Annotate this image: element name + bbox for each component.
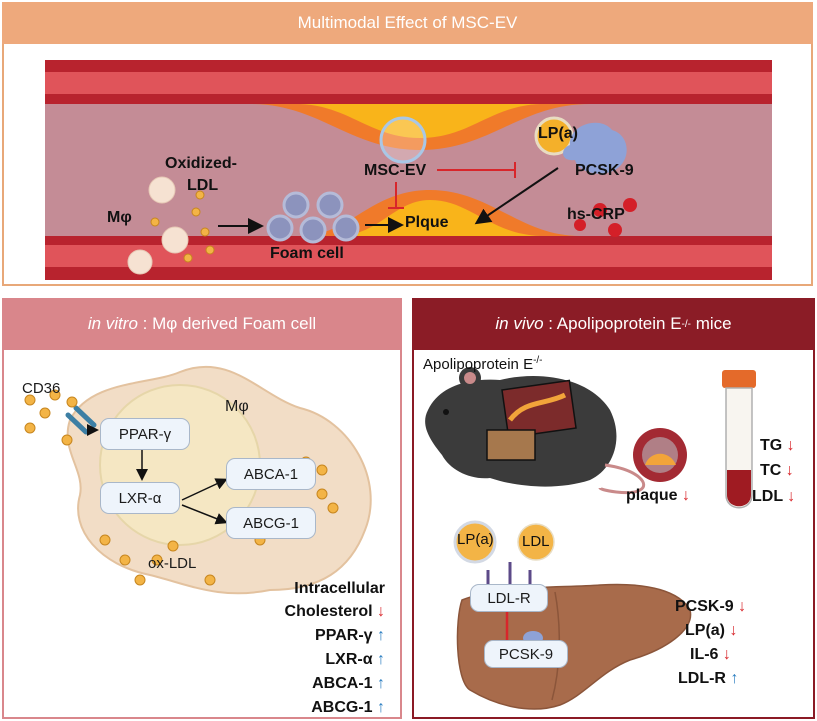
label-plaque: Plque	[405, 214, 449, 231]
result-il6: IL-6 ↓	[690, 646, 731, 663]
macrophage-cells	[127, 176, 189, 275]
label-ldl: LDL	[187, 177, 219, 194]
label-msc-ev: MSC-EV	[364, 162, 427, 179]
box-abcg1: ABCG-1	[226, 507, 316, 539]
label-ldl-liver: LDL	[522, 533, 550, 550]
box-abca1: ABCA-1	[226, 458, 316, 490]
top-panel-title: Multimodal Effect of MSC-EV	[2, 2, 813, 44]
arrow-lxr-to-abca	[181, 478, 228, 501]
cd36-receptor	[65, 405, 97, 435]
mouse-tail	[598, 463, 646, 495]
label-lpa: LP(a)	[538, 125, 578, 142]
in-vitro-header: in vitro : Mφ derived Foam cell	[2, 298, 402, 350]
result-ldlr: LDL-R ↑	[678, 670, 739, 687]
label-pcsk9: PCSK-9	[575, 162, 634, 179]
box-ppar-gamma: PPAR-γ	[100, 418, 190, 450]
ldl-particle	[517, 523, 555, 561]
top-title-text: Multimodal Effect of MSC-EV	[297, 13, 518, 32]
box-pcsk9: PCSK-9	[484, 640, 568, 668]
in-vitro-header-text: : Mφ derived Foam cell	[137, 314, 317, 333]
box-ldl-receptor: LDL-R	[470, 584, 548, 612]
box-lxr-alpha: LXR-α	[100, 482, 180, 514]
hs-crp-particles	[574, 198, 637, 237]
ox-ldl-particles	[150, 190, 215, 263]
in-vitro-header-italic: in vitro	[87, 314, 138, 333]
blood-tube	[722, 370, 756, 509]
label-oxidized: Oxidized-	[165, 155, 238, 172]
mouse-aorta-inset	[501, 379, 577, 439]
label-apoe-mouse: Apolipoprotein E-/-	[423, 355, 543, 373]
result-lxr: LXR-α ↑	[325, 651, 385, 668]
msc-ev-particle	[379, 116, 427, 164]
result-intracellular: Intracellular	[294, 580, 385, 597]
liver	[456, 583, 692, 710]
in-vivo-header-sup: -/-	[681, 318, 691, 330]
result-abcg: ABCG-1 ↑	[311, 699, 385, 716]
foam-cells	[266, 191, 360, 244]
label-macrophage: Mφ	[107, 209, 132, 226]
result-tg: TG ↓	[760, 437, 795, 454]
label-macrophage-cell: Mφ	[225, 398, 249, 415]
in-vivo-header-text: : Apolipoprotein E	[543, 314, 682, 333]
mouse-liver-inset	[486, 429, 536, 461]
in-vivo-header-italic: in vivo	[495, 314, 544, 333]
result-abca: ABCA-1 ↑	[312, 675, 385, 692]
label-ox-ldl: ox-LDL	[148, 555, 197, 572]
blood-vessel-illustration	[45, 60, 772, 280]
result-plaque: plaque ↓	[626, 487, 691, 504]
label-foam-cell: Foam cell	[270, 245, 344, 262]
label-lpa-liver: LP(a)	[457, 531, 494, 548]
in-vivo-header-end: mice	[691, 314, 732, 333]
label-hs-crp: hs-CRP	[567, 206, 625, 223]
result-ldl: LDL ↓	[752, 488, 796, 505]
result-lpa-liver: LP(a) ↓	[685, 622, 738, 639]
result-tc: TC ↓	[760, 462, 794, 479]
result-pcsk9-liver: PCSK-9 ↓	[675, 598, 747, 615]
arrow-lxr-to-abcg	[181, 504, 228, 525]
arrow-pcsk9-to-plaque	[474, 167, 559, 225]
result-ppar: PPAR-γ ↑	[315, 627, 385, 644]
result-cholesterol: Cholesterol ↓	[284, 603, 385, 620]
in-vivo-header: in vivo : Apolipoprotein E-/- mice	[412, 298, 815, 350]
label-cd36: CD36	[22, 380, 61, 397]
pcsk9-protein	[563, 122, 627, 174]
lpa-particle-liver	[453, 520, 497, 564]
